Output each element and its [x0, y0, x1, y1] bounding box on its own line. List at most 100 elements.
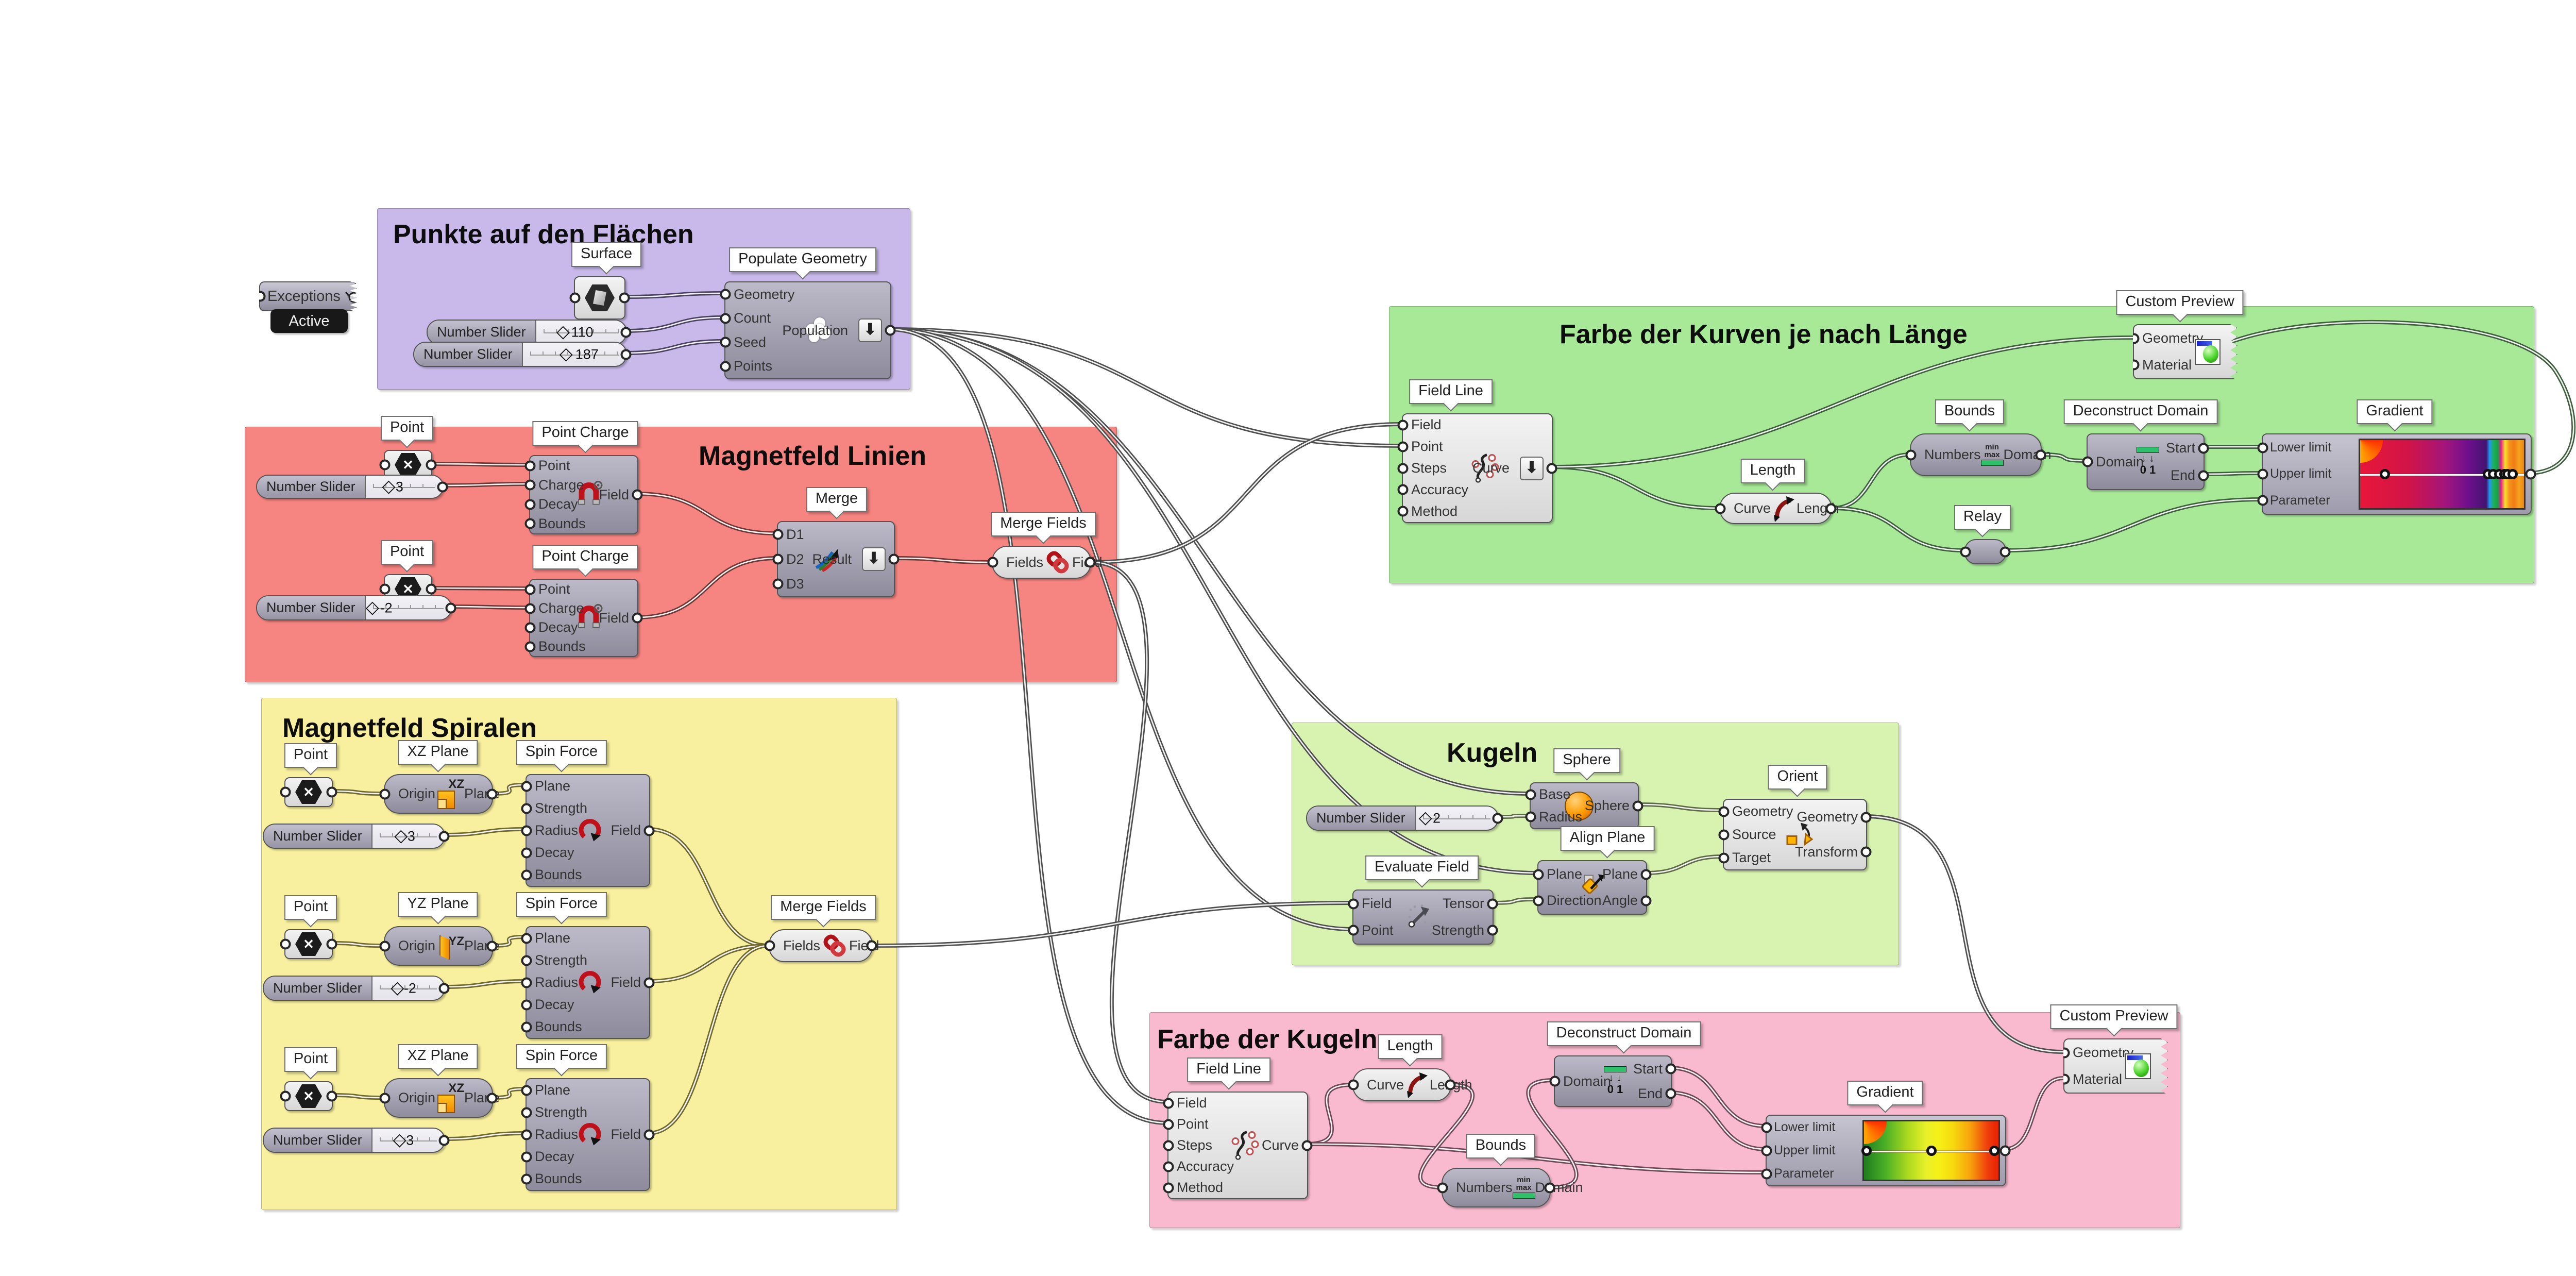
fl_green-method-input-port[interactable]: [1397, 506, 1409, 517]
sliderm2r-number-slider[interactable]: Number Slider◇-2: [256, 595, 456, 620]
spinA-bounds-input-port[interactable]: [521, 869, 532, 880]
spinC-radius-input-port[interactable]: [521, 1129, 532, 1140]
gradient-grip[interactable]: [1989, 1145, 2000, 1156]
yzB-input-port[interactable]: [379, 941, 391, 951]
spinB-radius-input-port[interactable]: [521, 977, 532, 988]
popgeo-points-input-port[interactable]: [720, 361, 731, 372]
slider2k-output-port[interactable]: [1492, 813, 1503, 824]
bounds_pink-output-port[interactable]: [1544, 1182, 1555, 1193]
orient-source-input-port[interactable]: [1718, 829, 1730, 840]
popgeo-geometry-input-port[interactable]: [720, 289, 731, 300]
pointB-output-port[interactable]: [326, 938, 337, 950]
sliderm2b-output-port[interactable]: [438, 983, 450, 994]
dd_pink-end-output-port[interactable]: [1665, 1088, 1676, 1099]
pc2-bounds-input-port[interactable]: [524, 641, 536, 652]
len_pink-output-port[interactable]: [1445, 1079, 1456, 1090]
spinB-field-output-port[interactable]: [643, 977, 655, 988]
pointC-input-port[interactable]: [280, 1090, 291, 1102]
pointC-node[interactable]: ✕: [280, 1081, 337, 1111]
point1-output-port[interactable]: [426, 459, 437, 471]
align-plane-input-port[interactable]: [1533, 869, 1544, 880]
slider3a-number-slider[interactable]: Number Slider◇3: [263, 824, 450, 849]
spinB-strength-input-port[interactable]: [521, 955, 532, 966]
popgeo-count-input-port[interactable]: [720, 313, 731, 324]
bounds_green-input-port[interactable]: [1905, 449, 1917, 460]
slider-handle[interactable]: ◇: [394, 825, 408, 845]
grad_pink-input-port-2[interactable]: [1761, 1168, 1772, 1179]
sphere-base-input-port[interactable]: [1525, 789, 1536, 800]
xzA-input-port[interactable]: [379, 788, 391, 799]
slider187-output-port[interactable]: [620, 349, 632, 360]
slider-handle[interactable]: ◇: [556, 321, 570, 341]
point2-output-port[interactable]: [426, 583, 437, 595]
pc2-field-output-port[interactable]: [632, 612, 643, 624]
fl_green-steps-input-port[interactable]: [1397, 463, 1409, 474]
pointA-node[interactable]: ✕: [280, 777, 337, 807]
pc1-field-output-port[interactable]: [632, 489, 643, 500]
xzC-node[interactable]: Origin XZ Plane: [379, 1078, 500, 1118]
pointA-output-port[interactable]: [326, 786, 337, 798]
slider-handle[interactable]: ◇: [393, 1129, 406, 1149]
slider3c-number-slider[interactable]: Number Slider◇3: [263, 1128, 450, 1153]
slider-track[interactable]: ◇110: [536, 321, 626, 344]
relay-input-port[interactable]: [1960, 546, 1971, 557]
spinB-plane-input-port[interactable]: [521, 933, 532, 944]
len_pink-node[interactable]: Curve Length: [1348, 1068, 1472, 1101]
slider-handle[interactable]: ◇: [1418, 807, 1432, 827]
dd_green-end-output-port[interactable]: [2198, 470, 2209, 481]
grad_green-input-port-0[interactable]: [2257, 442, 2268, 454]
dd_green-start-output-port[interactable]: [2198, 443, 2209, 454]
pointB-input-port[interactable]: [280, 938, 291, 950]
sphere-radius-input-port[interactable]: [1525, 811, 1536, 822]
sliderm2r-output-port[interactable]: [445, 602, 456, 613]
mf_red-node[interactable]: Fields Field: [987, 546, 1103, 579]
gradient-display[interactable]: [2359, 439, 2526, 510]
fl_pink-steps-input-port[interactable]: [1163, 1140, 1174, 1151]
grad_green-input-port-2[interactable]: [2257, 495, 2268, 506]
grad_pink-input-port-1[interactable]: [1761, 1145, 1772, 1156]
orient-geometry-output-port[interactable]: [1860, 812, 1872, 823]
slider-track[interactable]: ◇3: [372, 825, 444, 848]
xzA-output-port[interactable]: [486, 788, 498, 799]
slider-handle[interactable]: ◇: [391, 977, 404, 997]
pc2-decay-input-port[interactable]: [524, 622, 536, 633]
slider-track[interactable]: ◇3: [372, 1129, 444, 1152]
dd_pink-start-output-port[interactable]: [1665, 1063, 1676, 1074]
surface-output-port[interactable]: [619, 292, 630, 304]
slider3r-output-port[interactable]: [437, 481, 448, 492]
spinC-field-output-port[interactable]: [643, 1129, 655, 1140]
slider-handle[interactable]: ◇: [382, 476, 396, 496]
bounds_green-output-port[interactable]: [2035, 449, 2046, 460]
sphere-sphere-output-port[interactable]: [1632, 800, 1643, 811]
spinB-bounds-input-port[interactable]: [521, 1021, 532, 1032]
slider-track[interactable]: ◇-2: [372, 977, 444, 1000]
fl_pink-point-input-port[interactable]: [1163, 1119, 1174, 1130]
xzA-node[interactable]: Origin XZ Plane: [379, 774, 500, 814]
spinA-plane-input-port[interactable]: [521, 781, 532, 792]
gradient-display[interactable]: [1861, 1120, 2000, 1181]
merge-d2-input-port[interactable]: [772, 553, 784, 565]
mf_yellow-output-port[interactable]: [866, 940, 877, 951]
pointA-input-port[interactable]: [280, 786, 291, 798]
fl_pink-curve-output-port[interactable]: [1301, 1140, 1313, 1151]
slider-track[interactable]: ◇2: [1415, 807, 1498, 830]
mf_yellow-node[interactable]: Fields Field: [764, 929, 879, 962]
eval-field-input-port[interactable]: [1348, 898, 1359, 910]
grad_green-input-port-1[interactable]: [2257, 468, 2268, 480]
fl_green-field-input-port[interactable]: [1397, 419, 1409, 431]
gradient-grip[interactable]: [2379, 469, 2390, 479]
pc1-charge-input-port[interactable]: [524, 479, 536, 491]
slider3r-number-slider[interactable]: Number Slider◇3: [256, 475, 448, 499]
